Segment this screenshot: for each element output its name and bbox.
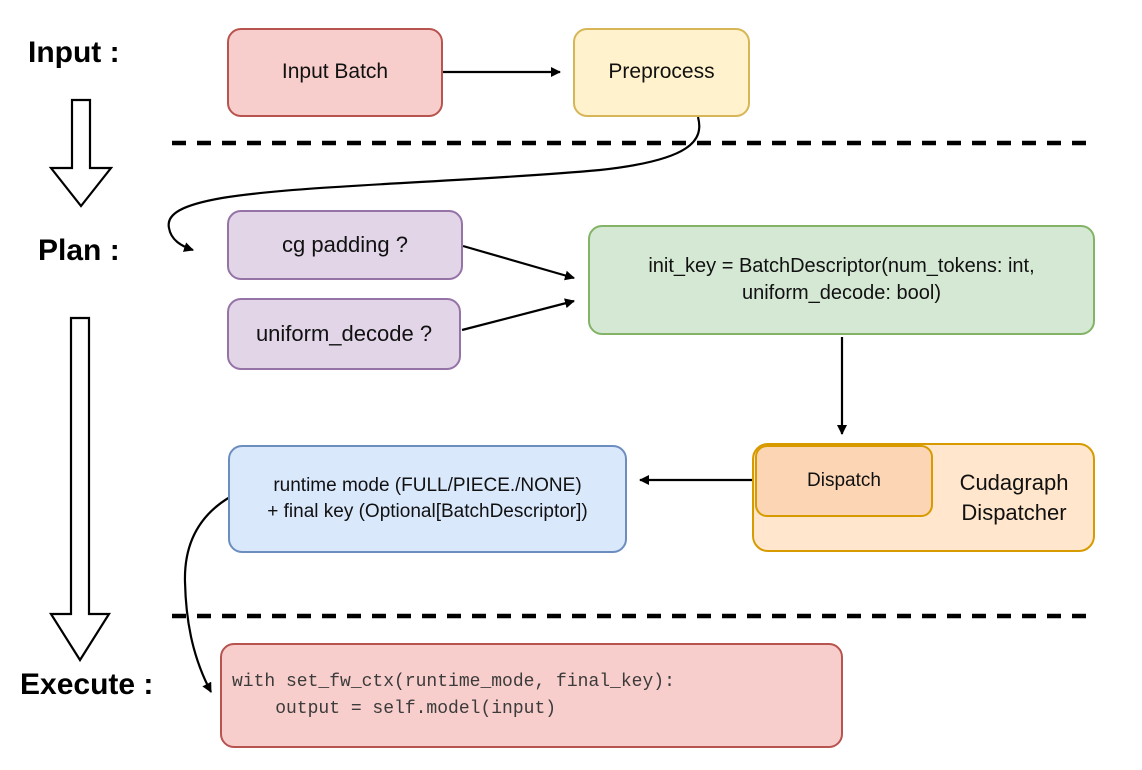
node-input-batch: Input Batch (227, 28, 443, 117)
node-execute-code: with set_fw_ctx(runtime_mode, final_key)… (220, 643, 843, 748)
connector-uniformdecode-to-initkey (461, 298, 575, 332)
stage-label-plan: Plan : (38, 234, 120, 267)
node-cg-padding: cg padding ? (227, 210, 463, 280)
connector-preprocess-to-cgpadding (167, 116, 701, 252)
node-uniform-decode-label: uniform_decode ? (255, 321, 433, 347)
stage-label-input: Input : (28, 36, 120, 69)
flow-arrow-input-to-plan (48, 98, 114, 208)
connector-cgpadding-to-initkey (462, 244, 575, 281)
node-runtime-result-line2: + final key (Optional[BatchDescriptor]) (267, 501, 588, 522)
node-init-key-line1: init_key = BatchDescriptor(num_tokens: i… (648, 255, 1035, 277)
node-init-key: init_key = BatchDescriptor(num_tokens: i… (588, 225, 1095, 335)
node-uniform-decode: uniform_decode ? (227, 298, 461, 370)
node-dispatch: Dispatch (755, 445, 933, 517)
node-cudagraph-dispatcher-label: Cudagraph Dispatcher (933, 443, 1095, 552)
node-runtime-result: runtime mode (FULL/PIECE./NONE) + final … (228, 445, 627, 553)
flow-arrow-plan-to-execute (49, 316, 111, 663)
node-preprocess: Preprocess (573, 28, 750, 117)
node-execute-code-line2: output = self.model(input) (232, 698, 557, 719)
cudagraph-label-line2: Dispatcher (961, 499, 1067, 525)
node-init-key-line2: uniform_decode: bool) (741, 282, 941, 304)
node-input-batch-label: Input Batch (281, 60, 389, 84)
connector-runtime-to-executecode (183, 496, 231, 693)
node-execute-code-line1: with set_fw_ctx(runtime_mode, final_key)… (232, 671, 675, 692)
node-cg-padding-label: cg padding ? (282, 232, 408, 258)
node-preprocess-label: Preprocess (608, 60, 715, 84)
stage-label-execute: Execute : (20, 668, 154, 701)
node-dispatch-label: Dispatch (807, 470, 881, 492)
cudagraph-label-line1: Cudagraph (959, 469, 1069, 495)
node-runtime-result-line1: runtime mode (FULL/PIECE./NONE) (273, 475, 582, 497)
